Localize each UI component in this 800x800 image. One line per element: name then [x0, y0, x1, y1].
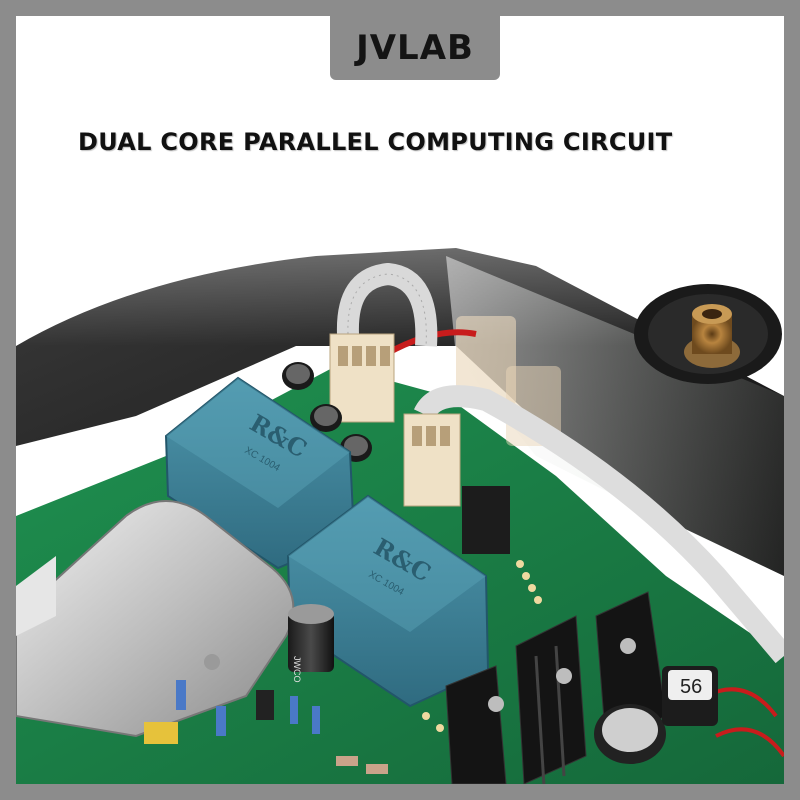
shield-can-edge — [16, 556, 56, 636]
trim-potentiometer — [144, 722, 178, 744]
header-connector-1 — [329, 333, 395, 423]
pin-header-black — [462, 486, 510, 554]
shield-can — [16, 500, 295, 738]
inductor-56 — [662, 666, 718, 726]
brand-logo: JVLAB — [356, 28, 474, 68]
circuit-board-illustration: R&C XC 1004 R&C XC 1004 56 JWCO — [16, 16, 784, 784]
product-photo: R&C XC 1004 R&C XC 1004 56 JWCO JVLAB DU… — [16, 16, 784, 784]
resistors — [176, 680, 388, 774]
brand-tab: JVLAB — [330, 16, 500, 80]
inductor-marking: 56 — [680, 676, 702, 698]
header-connector-2 — [403, 413, 461, 507]
solder-pads — [422, 560, 542, 732]
led-component — [204, 654, 220, 670]
electrolytic-marking: JWCO — [292, 656, 302, 683]
large-electrolytic — [594, 704, 666, 764]
heatsink-screws — [488, 638, 636, 712]
brass-jack-inset — [634, 284, 782, 384]
electrolytic-capacitor — [288, 604, 334, 672]
jumper-pins — [256, 690, 274, 720]
ribbon-cable-2 — [414, 385, 784, 664]
ribbon-cable-1-lines — [347, 273, 427, 347]
headline: DUAL CORE PARALLEL COMPUTING CIRCUIT — [78, 128, 673, 156]
